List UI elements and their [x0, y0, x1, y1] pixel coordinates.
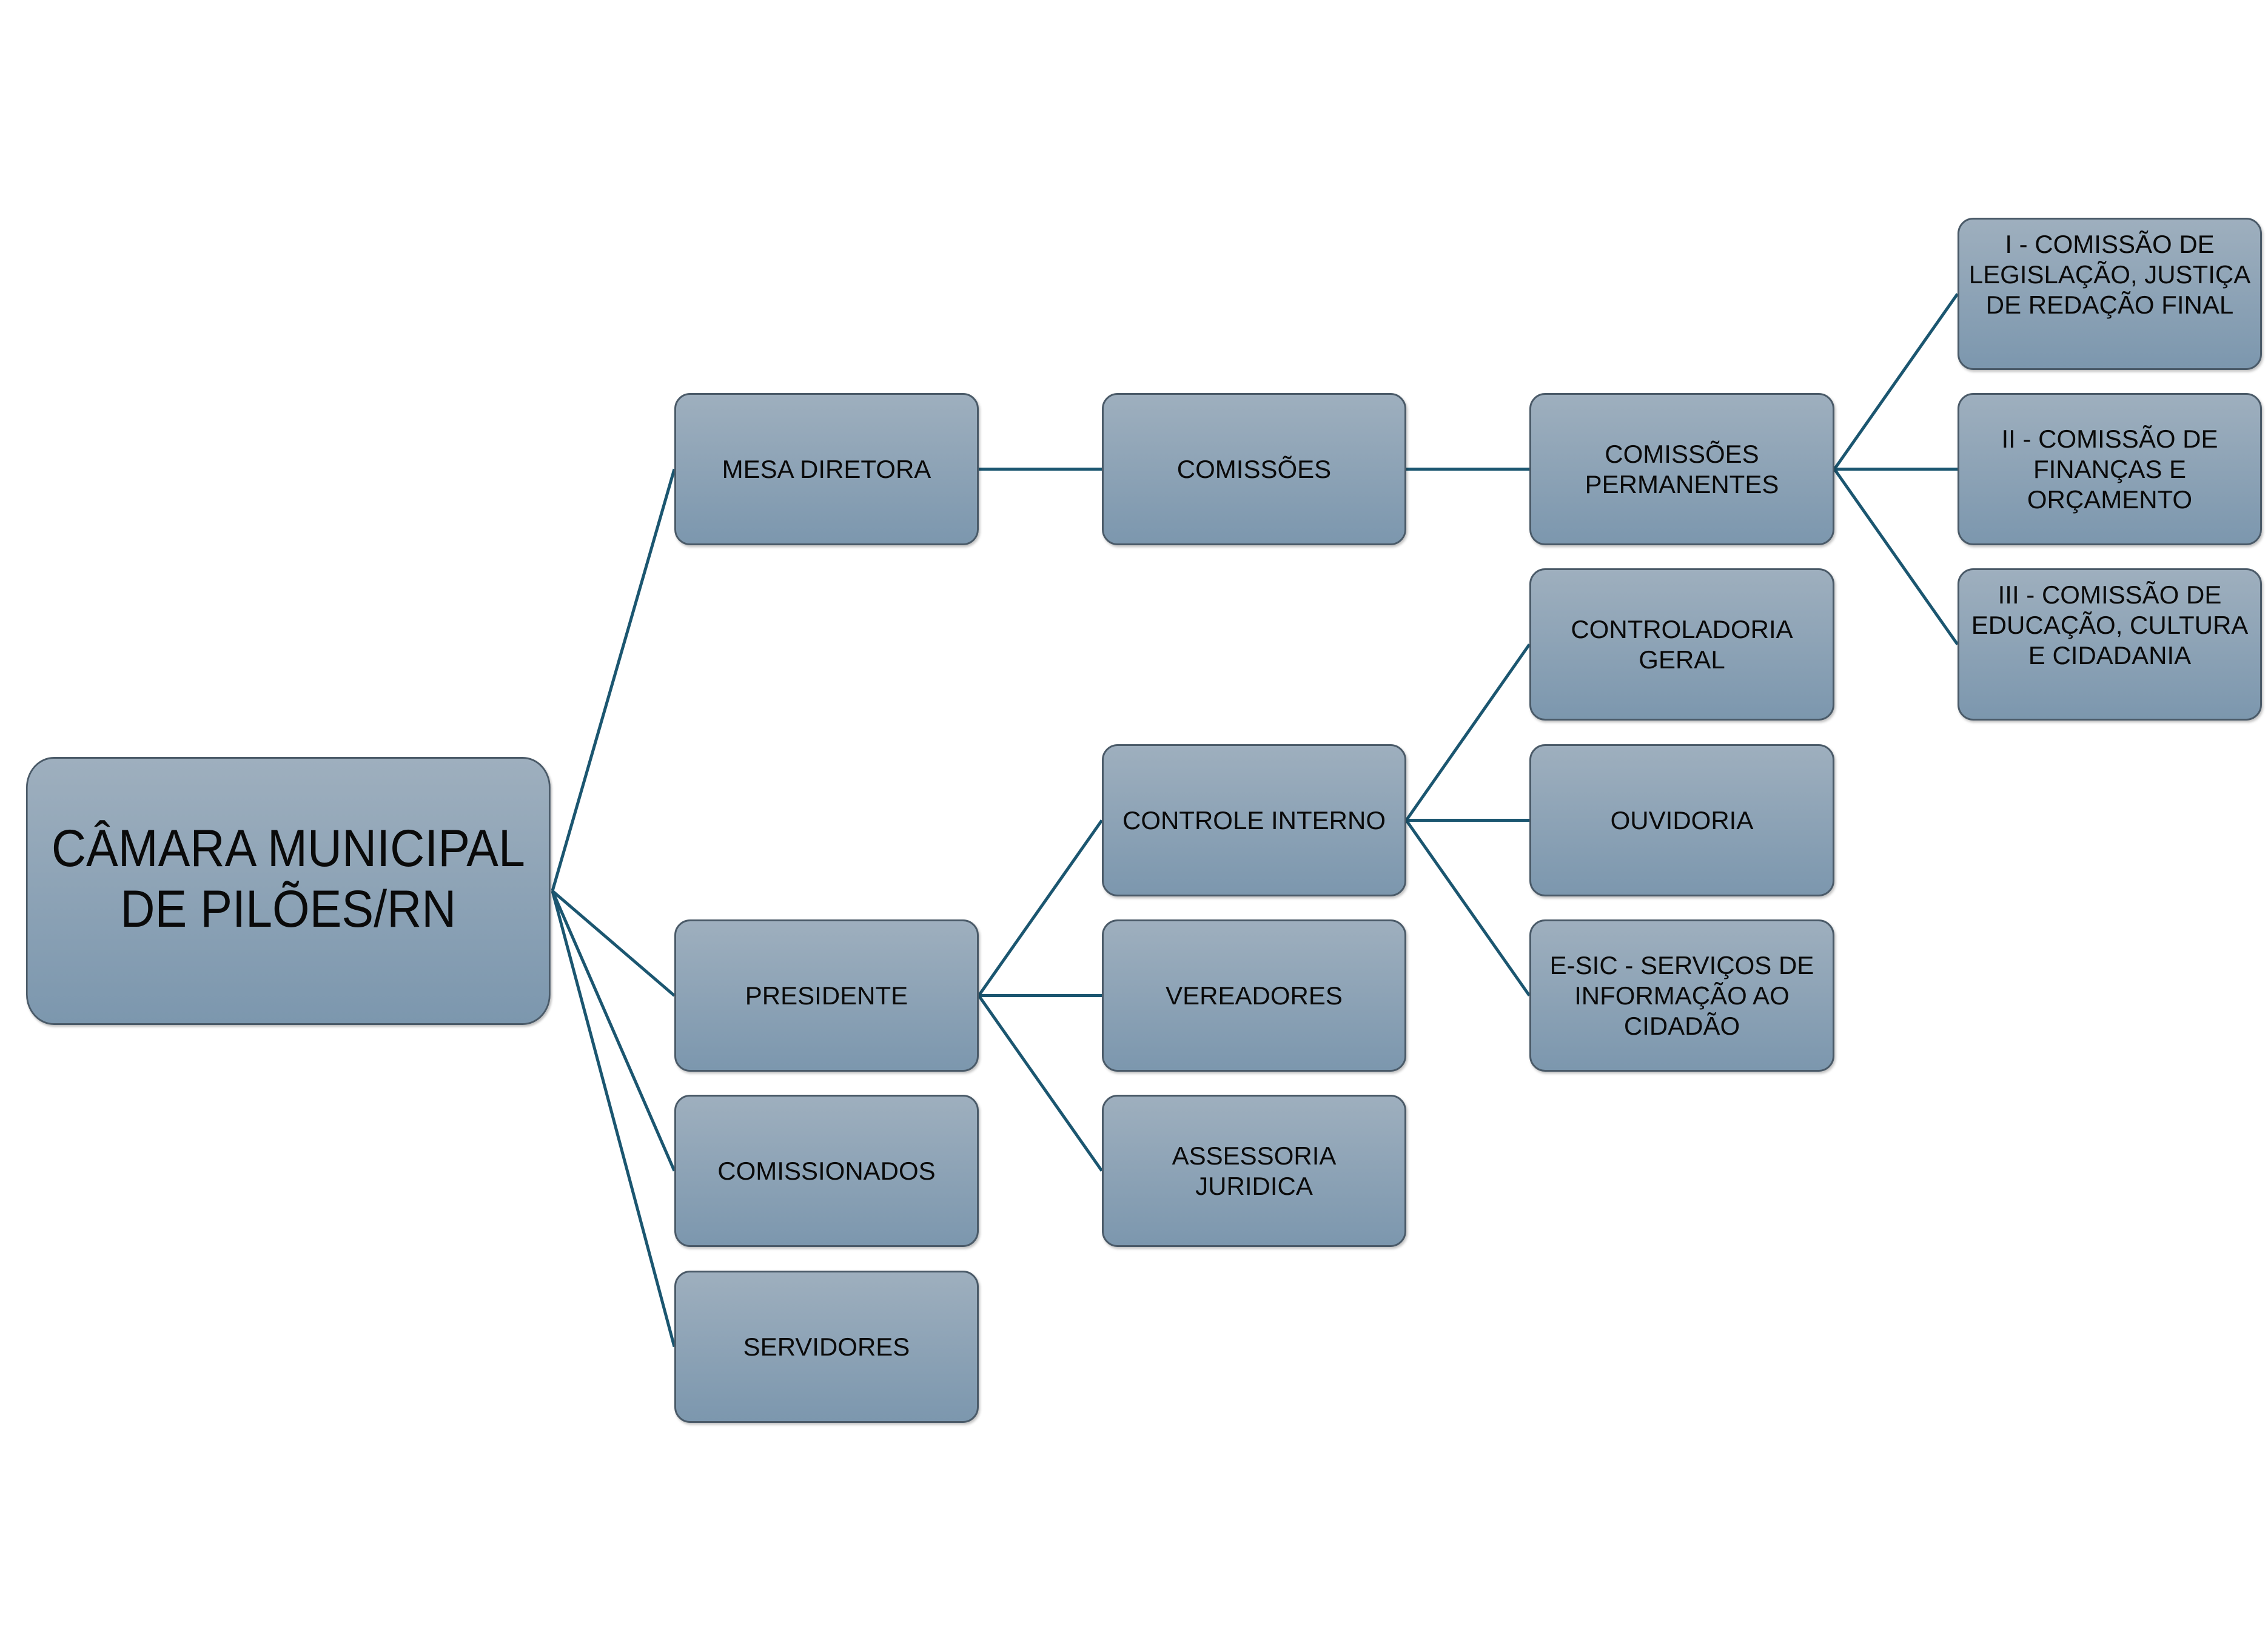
connector-presidente-assessoria	[977, 995, 1104, 1172]
node-mesa-diretora: MESA DIRETORA	[674, 393, 979, 545]
node-ouvidoria: OUVIDORIA	[1529, 744, 1834, 896]
node-comissoes: COMISSÕES	[1102, 393, 1406, 545]
connector-permanentes-com3	[1833, 468, 1959, 645]
node-servidores: SERVIDORES	[674, 1271, 979, 1423]
connector-permanentes-com1	[1833, 293, 1959, 470]
node-controle-interno: CONTROLE INTERNO	[1102, 744, 1406, 896]
node-comissao-legislacao: I - COMISSÃO DE LEGISLAÇÃO, JUSTIÇA DE R…	[1958, 218, 2262, 370]
node-comissoes-permanentes: COMISSÕES PERMANENTES	[1529, 393, 1834, 545]
connector-root-servidores	[551, 890, 676, 1348]
node-comissao-financas: II - COMISSÃO DE FINANÇAS E ORÇAMENTO	[1958, 393, 2262, 545]
node-camara-municipal: CÂMARA MUNICIPAL DE PILÕES/RN	[26, 757, 551, 1025]
connector-root-mesa	[551, 468, 676, 892]
node-comissao-educacao: III - COMISSÃO DE EDUCAÇÃO, CULTURA E CI…	[1958, 568, 2262, 721]
connector-controle-esic	[1404, 819, 1531, 996]
node-e-sic: E-SIC - SERVIÇOS DE INFORMAÇÃO AO CIDADÃ…	[1529, 919, 1834, 1072]
node-comissionados: COMISSIONADOS	[674, 1095, 979, 1247]
node-presidente: PRESIDENTE	[674, 919, 979, 1072]
connector-root-comissionados	[551, 890, 676, 1172]
node-controladoria-geral: CONTROLADORIA GERAL	[1529, 568, 1834, 721]
node-assessoria-juridica: ASSESSORIA JURIDICA	[1102, 1095, 1406, 1247]
connector-presidente-controle	[977, 819, 1104, 996]
node-vereadores: VEREADORES	[1102, 919, 1406, 1072]
connector-controle-controladoria	[1404, 644, 1531, 821]
connector-root-presidente	[551, 890, 676, 997]
